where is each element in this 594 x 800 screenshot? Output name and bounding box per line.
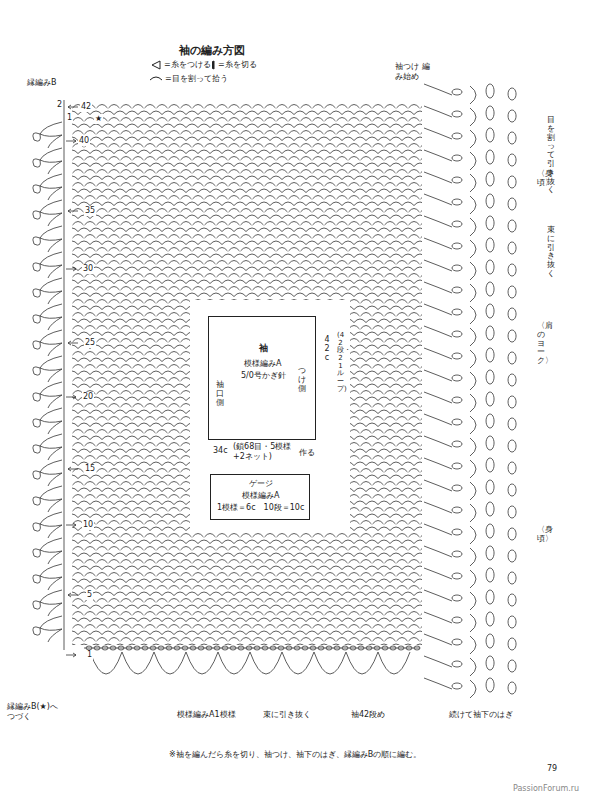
annotation-label: 目を割って引き抜く xyxy=(546,116,556,195)
annotation-label: 30 xyxy=(82,264,94,274)
annotation-label: 15 xyxy=(84,464,96,474)
annotation-label: 束に引き抜く xyxy=(262,710,312,720)
annotation-label: 42 xyxy=(80,102,92,112)
gauge-box: ゲージ模様編みA 1模様＝6c 10段＝10c xyxy=(210,474,310,520)
annotation-label: 袖42段め xyxy=(350,710,386,720)
annotation-label: 〈肩のヨーク〉 xyxy=(536,322,546,366)
annotation-label: 1 xyxy=(66,113,73,123)
annotation-label: 79 xyxy=(546,764,558,774)
annotation-label: 〈身頃〉 xyxy=(536,526,546,544)
annotation-label: PassionForum.ru xyxy=(512,784,580,794)
annotation-label: 作る xyxy=(298,448,316,458)
annotation-label: 5 xyxy=(86,590,93,600)
box-text: 5/0号かぎ針 xyxy=(240,371,287,381)
box-text: 模様編みA xyxy=(243,359,282,369)
box-text: つけ側 xyxy=(297,367,307,393)
annotation-label: 34c xyxy=(212,446,229,456)
annotation-label: (42段・21ループ) xyxy=(336,332,345,394)
sleeve-box: 袖模様編みA 5/0号かぎ針袖口側 つけ側 xyxy=(208,316,316,440)
legend-text: =糸をつける xyxy=(163,60,212,70)
annotation-label: 袖つけ 編み始め xyxy=(394,62,436,81)
annotation-label: 40 xyxy=(78,136,90,146)
annotation-label: 束に引き抜く xyxy=(546,226,556,279)
box-text: 模様編みA xyxy=(241,491,280,501)
annotation-label: 1 xyxy=(86,650,93,660)
annotation-label: 25 xyxy=(84,338,96,348)
box-text: 袖口側 xyxy=(215,381,225,407)
annotation-label: 20 xyxy=(82,392,94,402)
annotation-label: ※袖を編んだら糸を切り、袖つけ、袖下のはぎ、縁編みBの順に編む。 xyxy=(168,750,580,760)
annotation-label: 模様編みA1模様 xyxy=(176,710,237,720)
legend-text: =目を割って拾う xyxy=(164,74,229,84)
box-text: 袖 xyxy=(258,343,269,354)
box-text: ゲージ xyxy=(248,479,274,489)
annotation-label: (鎖68目・5模様+2ネット) xyxy=(232,442,296,461)
legend-text: =糸を切る xyxy=(217,60,258,70)
annotation-label: 縁編みB(★)へ つづく xyxy=(6,702,68,721)
annotation-label: 2 xyxy=(56,100,63,110)
annotation-label: 縁編みB xyxy=(26,78,58,88)
annotation-label: ★ xyxy=(94,114,103,124)
annotation-label: 10 xyxy=(82,520,94,530)
chart-title: 袖の編み方図 xyxy=(178,44,246,57)
annotation-label: 35 xyxy=(84,206,96,216)
annotation-label: 続けて袖下のはぎ xyxy=(448,710,514,720)
annotation-label: 42c xyxy=(322,336,332,362)
box-text: 1模様＝6c 10段＝10c xyxy=(216,503,305,513)
annotation-label: 〈身頃〉 xyxy=(536,170,546,188)
